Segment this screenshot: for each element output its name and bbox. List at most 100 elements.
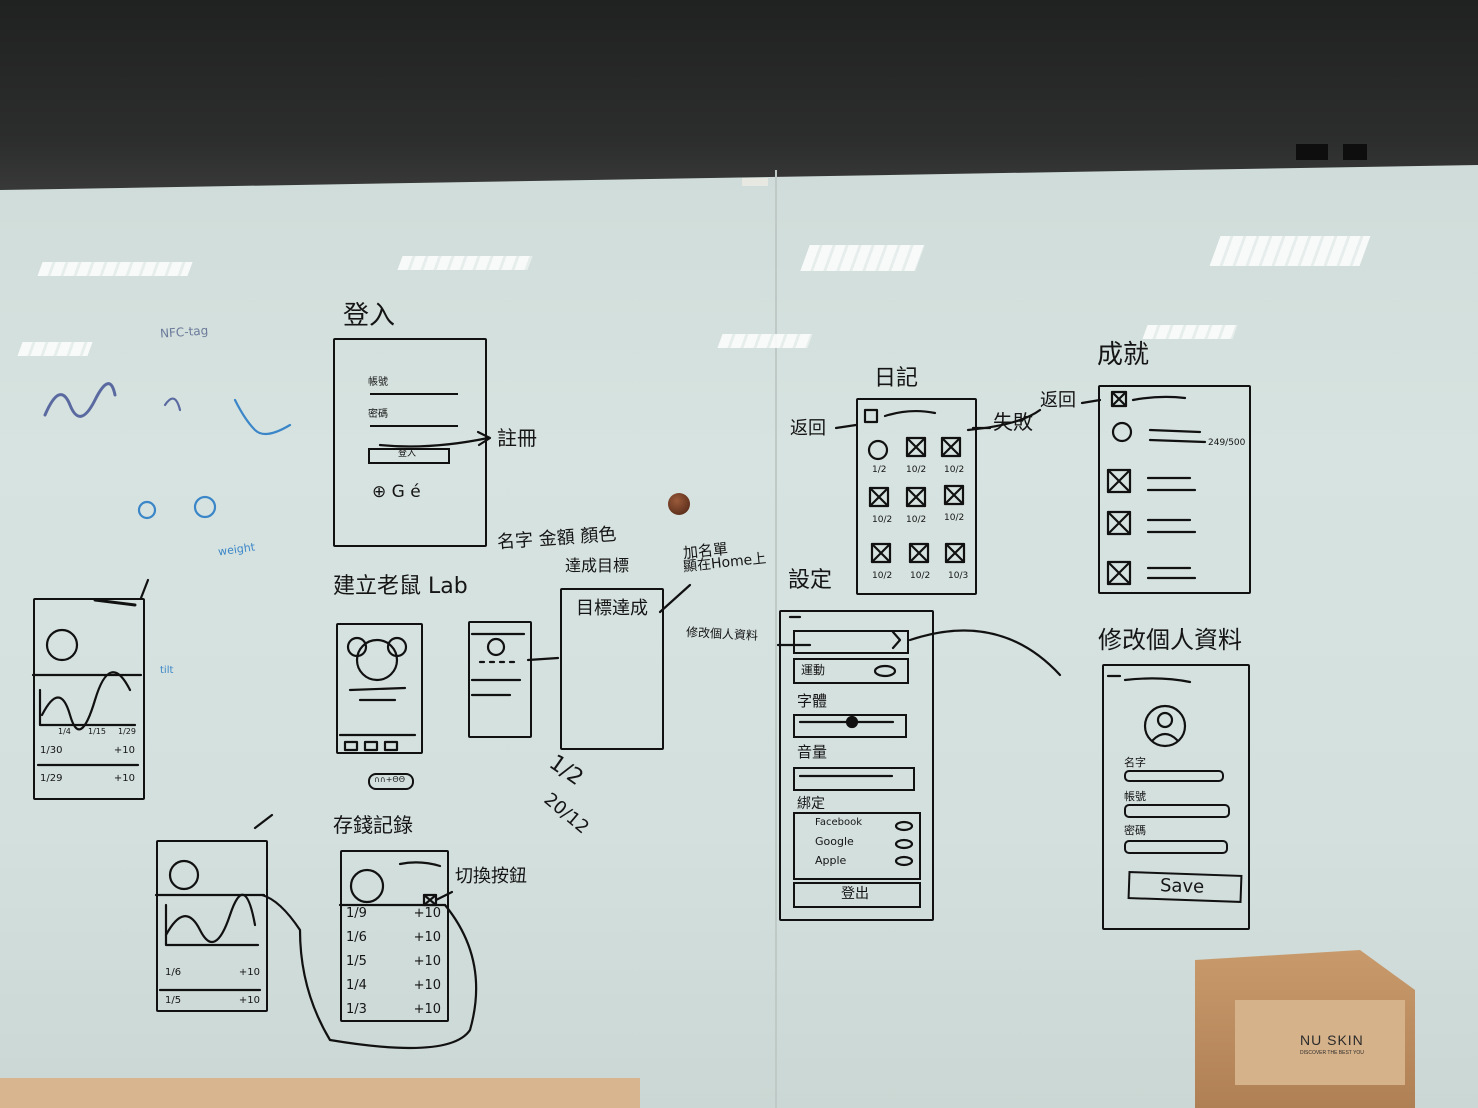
records-row-amount: +10 [413, 906, 441, 921]
scribble [163, 397, 182, 412]
diary-date-label: 10/2 [944, 465, 965, 475]
settings-font-slider [793, 714, 907, 738]
nuskin-logo: NU SKIN [1300, 1032, 1364, 1048]
binding-google: Google [815, 835, 854, 848]
home-left-row-amount: +10 [113, 745, 135, 756]
settings-row-1-label: 運動 [801, 663, 826, 677]
profile-avatar-head [1156, 711, 1174, 729]
profile-avatar-circle [1143, 704, 1187, 748]
records-row-amount: +10 [413, 978, 441, 993]
board-clip [1343, 144, 1367, 160]
records-mouse-head [349, 868, 385, 904]
profile-avatar-body [1151, 732, 1179, 742]
binding-facebook: Facebook [815, 817, 862, 828]
home-left-axis-label: 1/29 [118, 727, 136, 736]
login-field2-line [370, 425, 458, 427]
diary-date-label: 10/2 [872, 571, 893, 581]
home-left-chart [40, 671, 132, 731]
settings-row-1: 運動 [793, 658, 909, 684]
mouse-ear [386, 636, 408, 658]
records-title: 存錢記錄 [333, 813, 413, 837]
register-label: 註冊 [497, 426, 537, 450]
home-bottom-chart [164, 893, 257, 943]
records-row-amount: +10 [413, 1002, 441, 1017]
diary-date-label: 10/2 [906, 465, 927, 475]
achievement-back-label: 返回 [1040, 390, 1076, 411]
records-row-amount: +10 [413, 954, 441, 969]
records-row-date: 1/5 [346, 954, 367, 969]
nuskin-tagline: DISCOVER THE BEST YOU [1300, 1050, 1364, 1056]
diary-back-label: 返回 [790, 418, 826, 439]
settings-volume-label: 音量 [797, 743, 828, 761]
settings-binding-box: Facebook Google Apple [793, 812, 921, 880]
records-toggle-label: 切換按鈕 [455, 866, 527, 887]
edit-profile-password-label: 密碼 [1124, 824, 1146, 837]
records-row: 1/4 +10 [346, 979, 441, 992]
scribble [233, 398, 292, 436]
login-button-label: 登入 [398, 449, 417, 459]
dark-wall [0, 0, 1478, 200]
facebook-toggle [894, 820, 914, 832]
apple-toggle [894, 855, 914, 867]
records-row-amount: +10 [413, 930, 441, 945]
settings-title: 設定 [788, 568, 833, 593]
goal-screen-title: 目標達成 [576, 598, 648, 619]
home-bottom-row: 1/5+10 [165, 996, 260, 1006]
achievement-count: 249/500 [1208, 438, 1246, 448]
home-bottom-row-date: 1/6 [165, 967, 182, 978]
diary-date-label: 10/3 [948, 571, 969, 581]
binding-apple: Apple [815, 854, 847, 867]
scribble [43, 382, 117, 418]
records-row: 1/6 +10 [346, 931, 441, 944]
achievement-rows [1106, 390, 1207, 586]
goal-arrow [526, 656, 560, 662]
create-mouse-frame [336, 623, 423, 754]
login-title: 登入 [343, 301, 396, 331]
table-edge [0, 1078, 640, 1108]
diary-back-arrow [834, 423, 858, 430]
settings-volume-slider [793, 767, 915, 791]
home-left-header-ink [93, 598, 137, 607]
mouse-body [348, 686, 407, 702]
mini-home-frame [468, 621, 532, 738]
register-arrow [378, 436, 490, 448]
board-tag [742, 178, 768, 186]
box-label-area [1235, 1000, 1405, 1085]
login-field1-label: 帳號 [368, 377, 388, 388]
settings-font-size-label: 字體 [797, 692, 828, 710]
edit-password-field [1124, 840, 1228, 854]
home-left-frame [33, 598, 145, 800]
create-mouse-pill-label: ∩∩+ΘΘ [374, 775, 406, 784]
diary-screen-frame [856, 398, 977, 595]
records-row: 1/9+10 [346, 907, 441, 920]
home-bottom-mouse-head [168, 859, 200, 891]
records-row-date: 1/6 [346, 930, 367, 945]
records-row-date: 1/3 [346, 1002, 367, 1017]
mouse-head [355, 638, 399, 682]
home-left-row-date: 1/29 [40, 773, 63, 784]
whiteboard [0, 165, 1478, 1108]
diary-date-label: 10/2 [910, 571, 931, 581]
records-to-home-arrow [260, 893, 478, 1050]
settings-binding-label: 綁定 [797, 796, 825, 812]
diary-title: 日記 [874, 366, 919, 391]
settings-profile-row [793, 630, 909, 654]
diary-header-icon [863, 408, 879, 424]
mini-home-avatar [486, 637, 506, 657]
diary-date-label: 10/2 [906, 515, 927, 525]
board-seam [775, 170, 777, 1108]
records-row-date: 1/4 [346, 978, 367, 993]
login-screen-frame [333, 338, 487, 547]
mouse-ear [346, 636, 368, 658]
home-bottom-row: 1/6+10 [165, 968, 260, 978]
register-arrow-head [476, 430, 492, 447]
login-field2-label: 密碼 [368, 409, 388, 420]
create-mouse-swatches [343, 740, 399, 752]
diary-cells [867, 436, 966, 564]
login-button-sketch: 登入 [368, 448, 450, 464]
edit-profile-title: 修改個人資料 [1098, 626, 1242, 654]
records-toggle-icon-x [422, 893, 438, 907]
fail-to-achievement [966, 408, 1042, 432]
edit-name-field [1124, 770, 1224, 782]
